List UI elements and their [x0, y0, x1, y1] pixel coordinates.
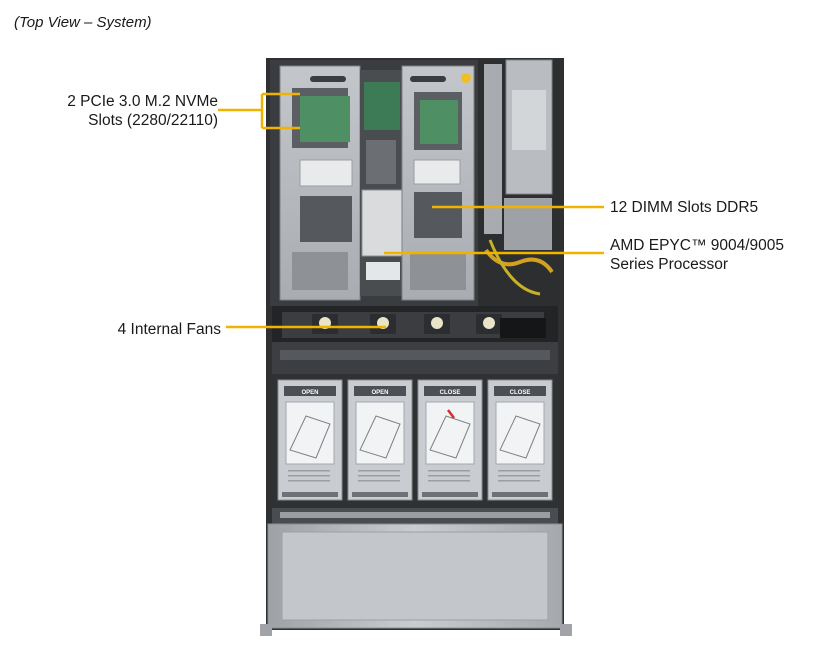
m2-board-right — [420, 100, 458, 144]
callout-dimm-slots: 12 DIMM Slots DDR5 — [610, 198, 758, 217]
drive-label: CLOSE — [510, 390, 531, 396]
cpu-area — [360, 70, 406, 296]
callout-cpu-line2: Series Processor — [610, 256, 729, 273]
callout-nvme-slots: 2 PCIe 3.0 M.2 NVMe Slots (2280/22110) — [67, 92, 218, 130]
fan-3 — [424, 314, 450, 334]
m2-board-left — [300, 96, 350, 142]
drive-carrier: OPEN — [347, 379, 413, 501]
callout-nvme-line2: Slots (2280/22110) — [88, 112, 218, 129]
callout-cpu-line1: AMD EPYC™ 9004/9005 — [610, 237, 785, 254]
leader-lines — [218, 92, 604, 329]
fan-1 — [312, 314, 338, 334]
leader-nvme — [218, 92, 300, 130]
drive-carrier: CLOSE — [417, 379, 483, 501]
callout-nvme-line1: 2 PCIe 3.0 M.2 NVMe — [67, 93, 218, 110]
fan-row — [272, 306, 558, 342]
front-panel — [260, 523, 572, 636]
caption: (Top View – System) — [14, 14, 152, 31]
drive-label: CLOSE — [440, 390, 461, 396]
drive-carrier: CLOSE — [487, 379, 553, 501]
drive-carrier: OPEN — [277, 379, 343, 501]
drive-label: OPEN — [371, 390, 388, 396]
right-air-shroud — [401, 65, 475, 301]
callout-fans-line1: 4 Internal Fans — [117, 321, 221, 338]
callout-internal-fans: 4 Internal Fans — [118, 320, 221, 339]
callout-dimm-line1: 12 DIMM Slots DDR5 — [610, 199, 759, 216]
drive-label: OPEN — [301, 390, 318, 396]
fan-2 — [370, 314, 396, 334]
fan-4 — [476, 314, 502, 334]
callout-processor: AMD EPYC™ 9004/9005 Series Processor — [610, 236, 784, 274]
riser-area — [478, 59, 560, 306]
left-air-shroud — [279, 65, 361, 301]
